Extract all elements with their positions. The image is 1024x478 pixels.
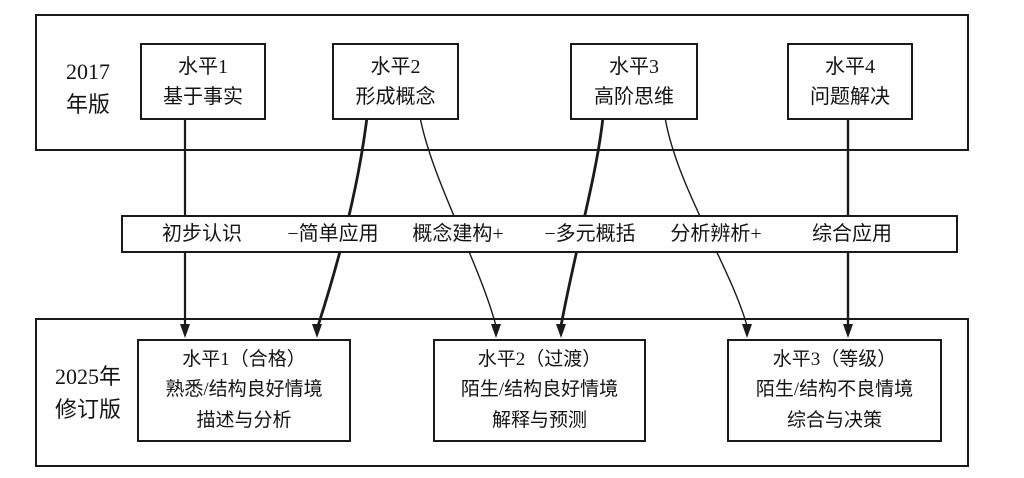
box-2017-level1-title: 水平1 bbox=[178, 55, 228, 78]
band-label-gainian-jiangou: 概念建构+ bbox=[412, 223, 504, 245]
box-2025-level2-context: 陌生/结构良好情境 bbox=[460, 379, 619, 401]
band-label-chubu-renshi: 初步认识 bbox=[162, 223, 242, 245]
box-2017-level1: 水平1 基于事实 bbox=[140, 43, 266, 120]
transition-band: 初步认识 −简单应用 概念建构+ −多元概括 分析辨析+ 综合应用 bbox=[121, 215, 958, 253]
label-2017-line1: 2017 bbox=[66, 59, 110, 84]
box-2025-level1-action: 描述与分析 bbox=[196, 409, 292, 431]
band-label-zonghe-yingyong: 综合应用 bbox=[812, 223, 892, 245]
box-2025-level2-title: 水平2（过渡） bbox=[477, 349, 602, 371]
box-2017-level1-desc: 基于事实 bbox=[163, 85, 243, 108]
band-label-duoyuan-gaikuo: −多元概括 bbox=[544, 223, 636, 245]
container-2025-version bbox=[35, 318, 969, 467]
box-2025-level1-title: 水平1（合格） bbox=[182, 349, 306, 371]
box-2017-level2-title: 水平2 bbox=[370, 55, 421, 78]
box-2025-level1: 水平1（合格） 熟悉/结构良好情境 描述与分析 bbox=[137, 339, 351, 442]
label-2025-line2: 修订版 bbox=[54, 397, 121, 422]
label-2025-version: 2025年 修订版 bbox=[40, 360, 136, 426]
box-2017-level2: 水平2 形成概念 bbox=[332, 43, 459, 120]
box-2025-level2-action: 解释与预测 bbox=[491, 409, 587, 431]
box-2025-level3-context: 陌生/结构不良情境 bbox=[755, 379, 914, 401]
box-2017-level4: 水平4 问题解决 bbox=[787, 43, 913, 120]
box-2017-level3-title: 水平3 bbox=[609, 55, 659, 78]
box-2025-level2: 水平2（过渡） 陌生/结构良好情境 解释与预测 bbox=[433, 339, 646, 442]
label-2017-line2: 年版 bbox=[65, 92, 110, 117]
box-2025-level3-action: 综合与决策 bbox=[786, 409, 882, 431]
box-2017-level3: 水平3 高阶思维 bbox=[570, 43, 698, 120]
box-2017-level2-desc: 形成概念 bbox=[355, 85, 436, 108]
box-2025-level3: 水平3（等级） 陌生/结构不良情境 综合与决策 bbox=[727, 339, 942, 442]
box-2025-level3-title: 水平3（等级） bbox=[772, 349, 897, 371]
band-label-fenxi-bianxi: 分析辨析+ bbox=[670, 223, 762, 245]
label-2017-version: 2017 年版 bbox=[47, 55, 129, 121]
box-2025-level1-context: 熟悉/结构良好情境 bbox=[165, 379, 323, 401]
label-2025-line1: 2025年 bbox=[54, 364, 121, 389]
band-label-jiandan-yingyong: −简单应用 bbox=[287, 223, 379, 245]
box-2017-level3-desc: 高阶思维 bbox=[594, 85, 674, 108]
container-2017-version bbox=[35, 14, 969, 151]
box-2017-level4-desc: 问题解决 bbox=[810, 85, 890, 108]
box-2017-level4-title: 水平4 bbox=[825, 55, 875, 78]
